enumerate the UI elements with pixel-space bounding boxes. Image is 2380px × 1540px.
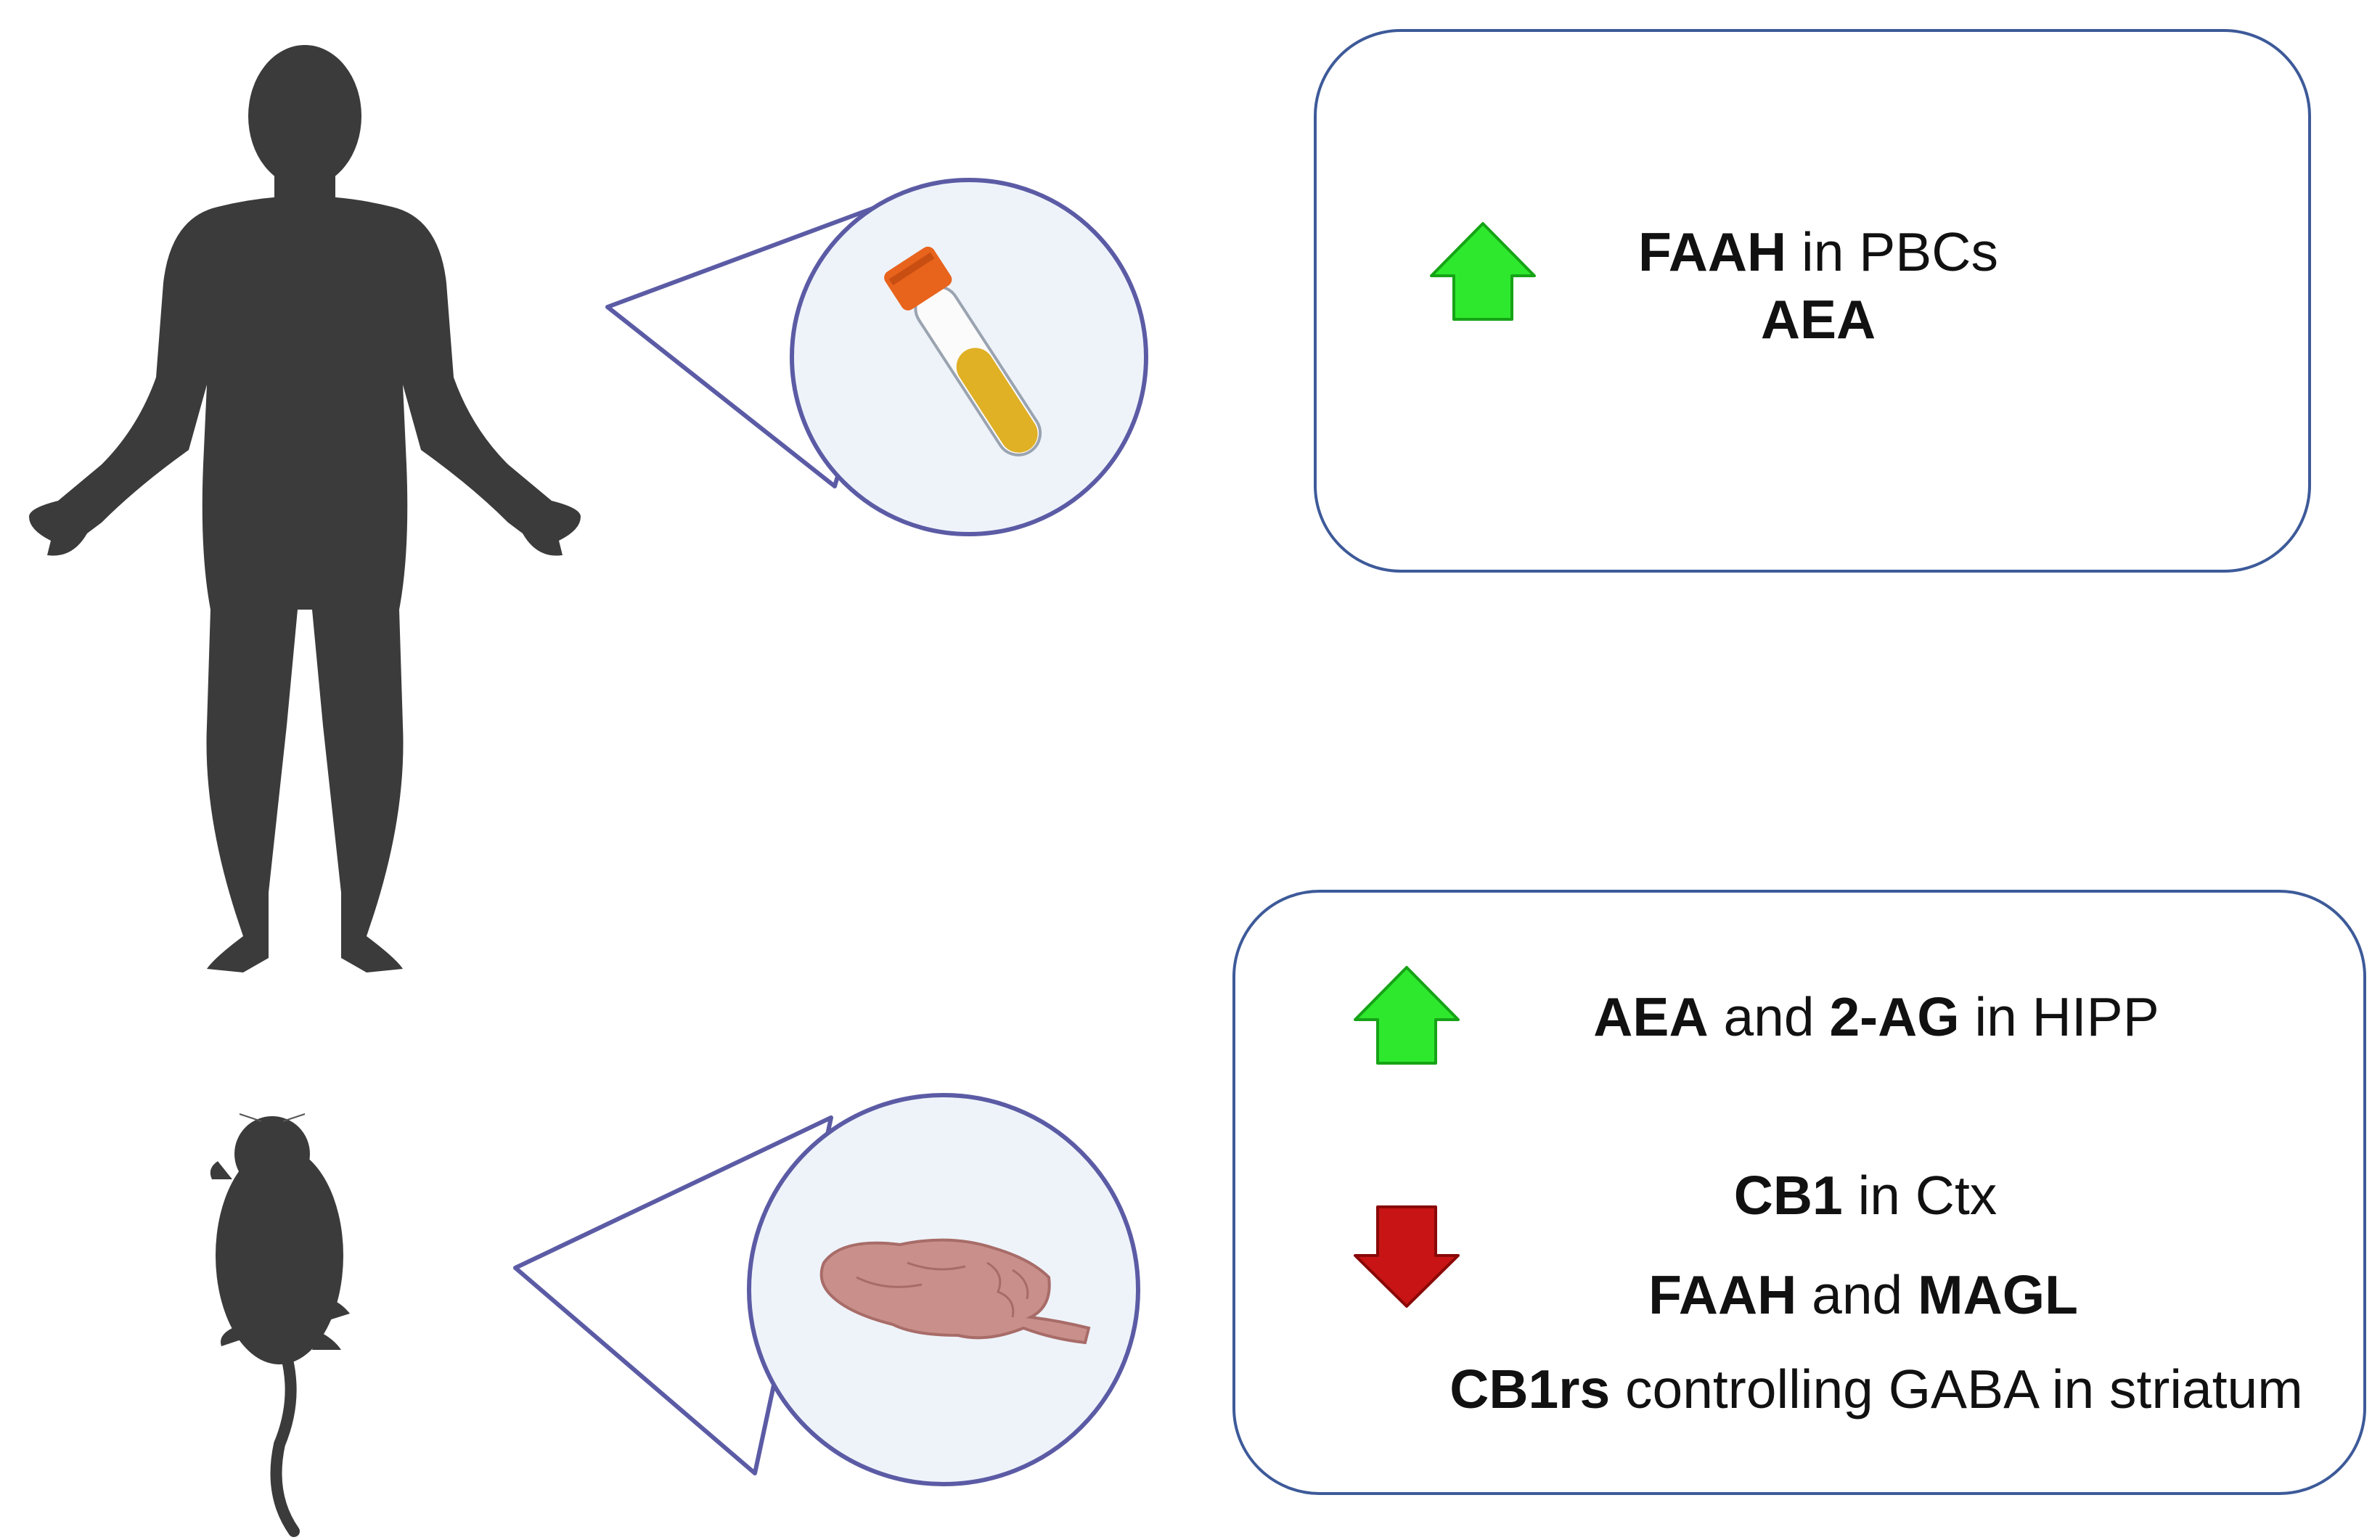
down-line-cb1rs-gaba: CB1rs controlling GABA in striatum [1449,1359,2303,1420]
mouse-findings-panel: AEA and 2-AG in HIPP CB1 in Ctx FAAH and… [1232,890,2366,1495]
up-arrow-icon [1430,222,1536,321]
faah-term: FAAH [1648,1264,1796,1325]
up-line-aea-2ag-hipp: AEA and 2-AG in HIPP [1593,986,2159,1047]
top-line-aea: AEA [1761,289,1876,350]
brain-lens-callout [513,1093,1140,1486]
in-pbcs-text: in PBCs [1786,221,1998,282]
cb1-term: CB1 [1734,1165,1843,1226]
cb1rs-term: CB1rs [1449,1359,1610,1420]
up-arrow-icon [1354,966,1460,1065]
blood-tube-icon [884,246,1042,456]
aea-term: AEA [1593,986,1708,1047]
down-arrow-icon [1354,1205,1460,1308]
and-text: and [1709,986,1830,1047]
and-text: and [1796,1264,1918,1325]
in-ctx-text: in Ctx [1843,1165,1997,1226]
2ag-term: 2-AG [1829,986,1959,1047]
blood-lens-callout [605,178,1148,536]
in-hipp-text: in HIPP [1960,986,2159,1047]
human-findings-panel: FAAH in PBCs AEA [1314,29,2311,573]
down-line-faah-magl: FAAH and MAGL [1648,1264,2078,1325]
magl-term: MAGL [1918,1264,2078,1325]
mouse-silhouette-icon [210,1113,350,1537]
mouse-brain-icon [819,1238,1091,1345]
faah-term: FAAH [1638,221,1786,282]
top-line-faah-pbcs: FAAH in PBCs [1638,221,1998,282]
down-line-cb1-ctx: CB1 in Ctx [1734,1165,1997,1226]
human-body-silhouette-icon [29,45,581,972]
controlling-gaba-text: controlling GABA in striatum [1610,1359,2303,1420]
